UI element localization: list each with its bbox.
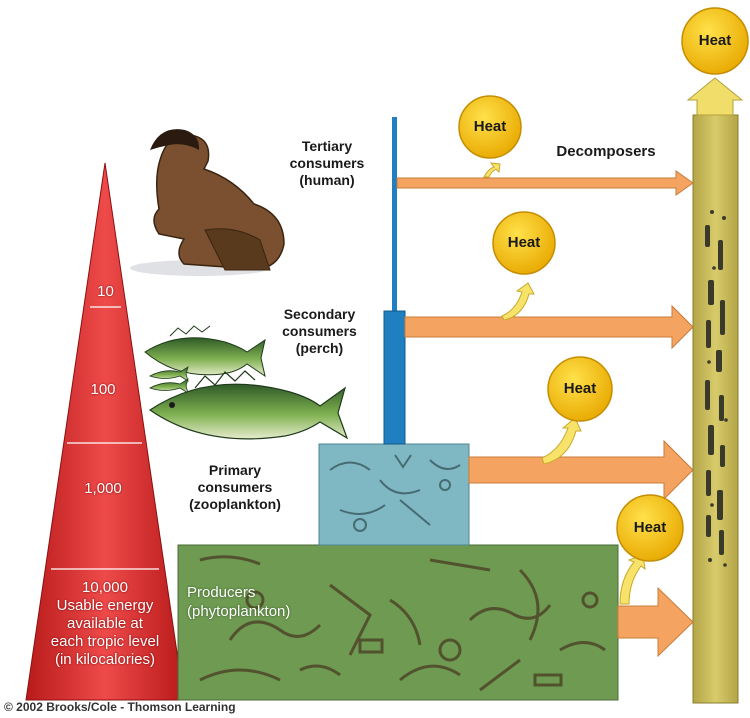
zooplankton-box (318, 443, 470, 546)
decomposer-up-arrow (686, 77, 744, 116)
copyright-text: © 2002 Brooks/Cole - Thomson Learning (4, 700, 236, 714)
heat-arrows (483, 162, 646, 605)
arrow-primary (468, 439, 694, 501)
heat-label: Heat (507, 234, 541, 251)
arrow-secondary (404, 304, 694, 350)
decomposer-column (686, 77, 744, 704)
phytoplankton-illustration (199, 555, 606, 692)
heat-arrow-secondary (501, 282, 535, 321)
heat-arrow-producers (619, 554, 646, 605)
zooplankton-illustration (329, 454, 461, 532)
heat-arrow-tertiary (483, 162, 501, 178)
fish-tiny (148, 366, 189, 394)
producers-box (177, 544, 619, 701)
heat-circles (458, 7, 749, 562)
pyramid-label-usable-energy: 10,000 Usable energy available at each t… (50, 579, 160, 668)
energy-pyramid (25, 162, 185, 701)
arrow-producers (617, 586, 694, 658)
heat-circle-producers (616, 494, 684, 562)
pyramid-label-1000: 1,000 (84, 480, 122, 497)
label-tertiary-consumers: Tertiary consumers (human) (289, 138, 365, 188)
pyramid-label-10: 10 (97, 283, 114, 300)
heat-label: Heat (633, 519, 667, 536)
heat-arrow-primary (541, 417, 582, 465)
heat-circle-secondary (492, 211, 556, 275)
pyramid-shape (25, 162, 185, 701)
food-chain-bar (383, 117, 406, 445)
heat-circle-primary (547, 356, 613, 422)
label-secondary-consumers: Secondary consumers (perch) (282, 306, 357, 356)
heat-label: Heat (698, 32, 732, 49)
fish-small (144, 325, 266, 378)
perch-illustration (144, 325, 349, 440)
heat-label: Heat (563, 380, 597, 397)
heat-circle-tertiary (458, 95, 522, 159)
fish-large (148, 370, 349, 440)
heat-circle-top (681, 7, 749, 75)
decomposer-organisms (705, 210, 728, 567)
pyramid-label-100: 100 (90, 381, 116, 398)
label-primary-consumers: Primary consumers (zooplankton) (189, 462, 281, 512)
heat-label: Heat (473, 118, 507, 135)
label-decomposers: Decomposers (556, 143, 656, 160)
arrow-tertiary (396, 170, 694, 196)
energy-arrows (396, 170, 694, 658)
human-illustration (130, 129, 285, 276)
label-producers: Producers (phytoplankton) (187, 584, 291, 620)
